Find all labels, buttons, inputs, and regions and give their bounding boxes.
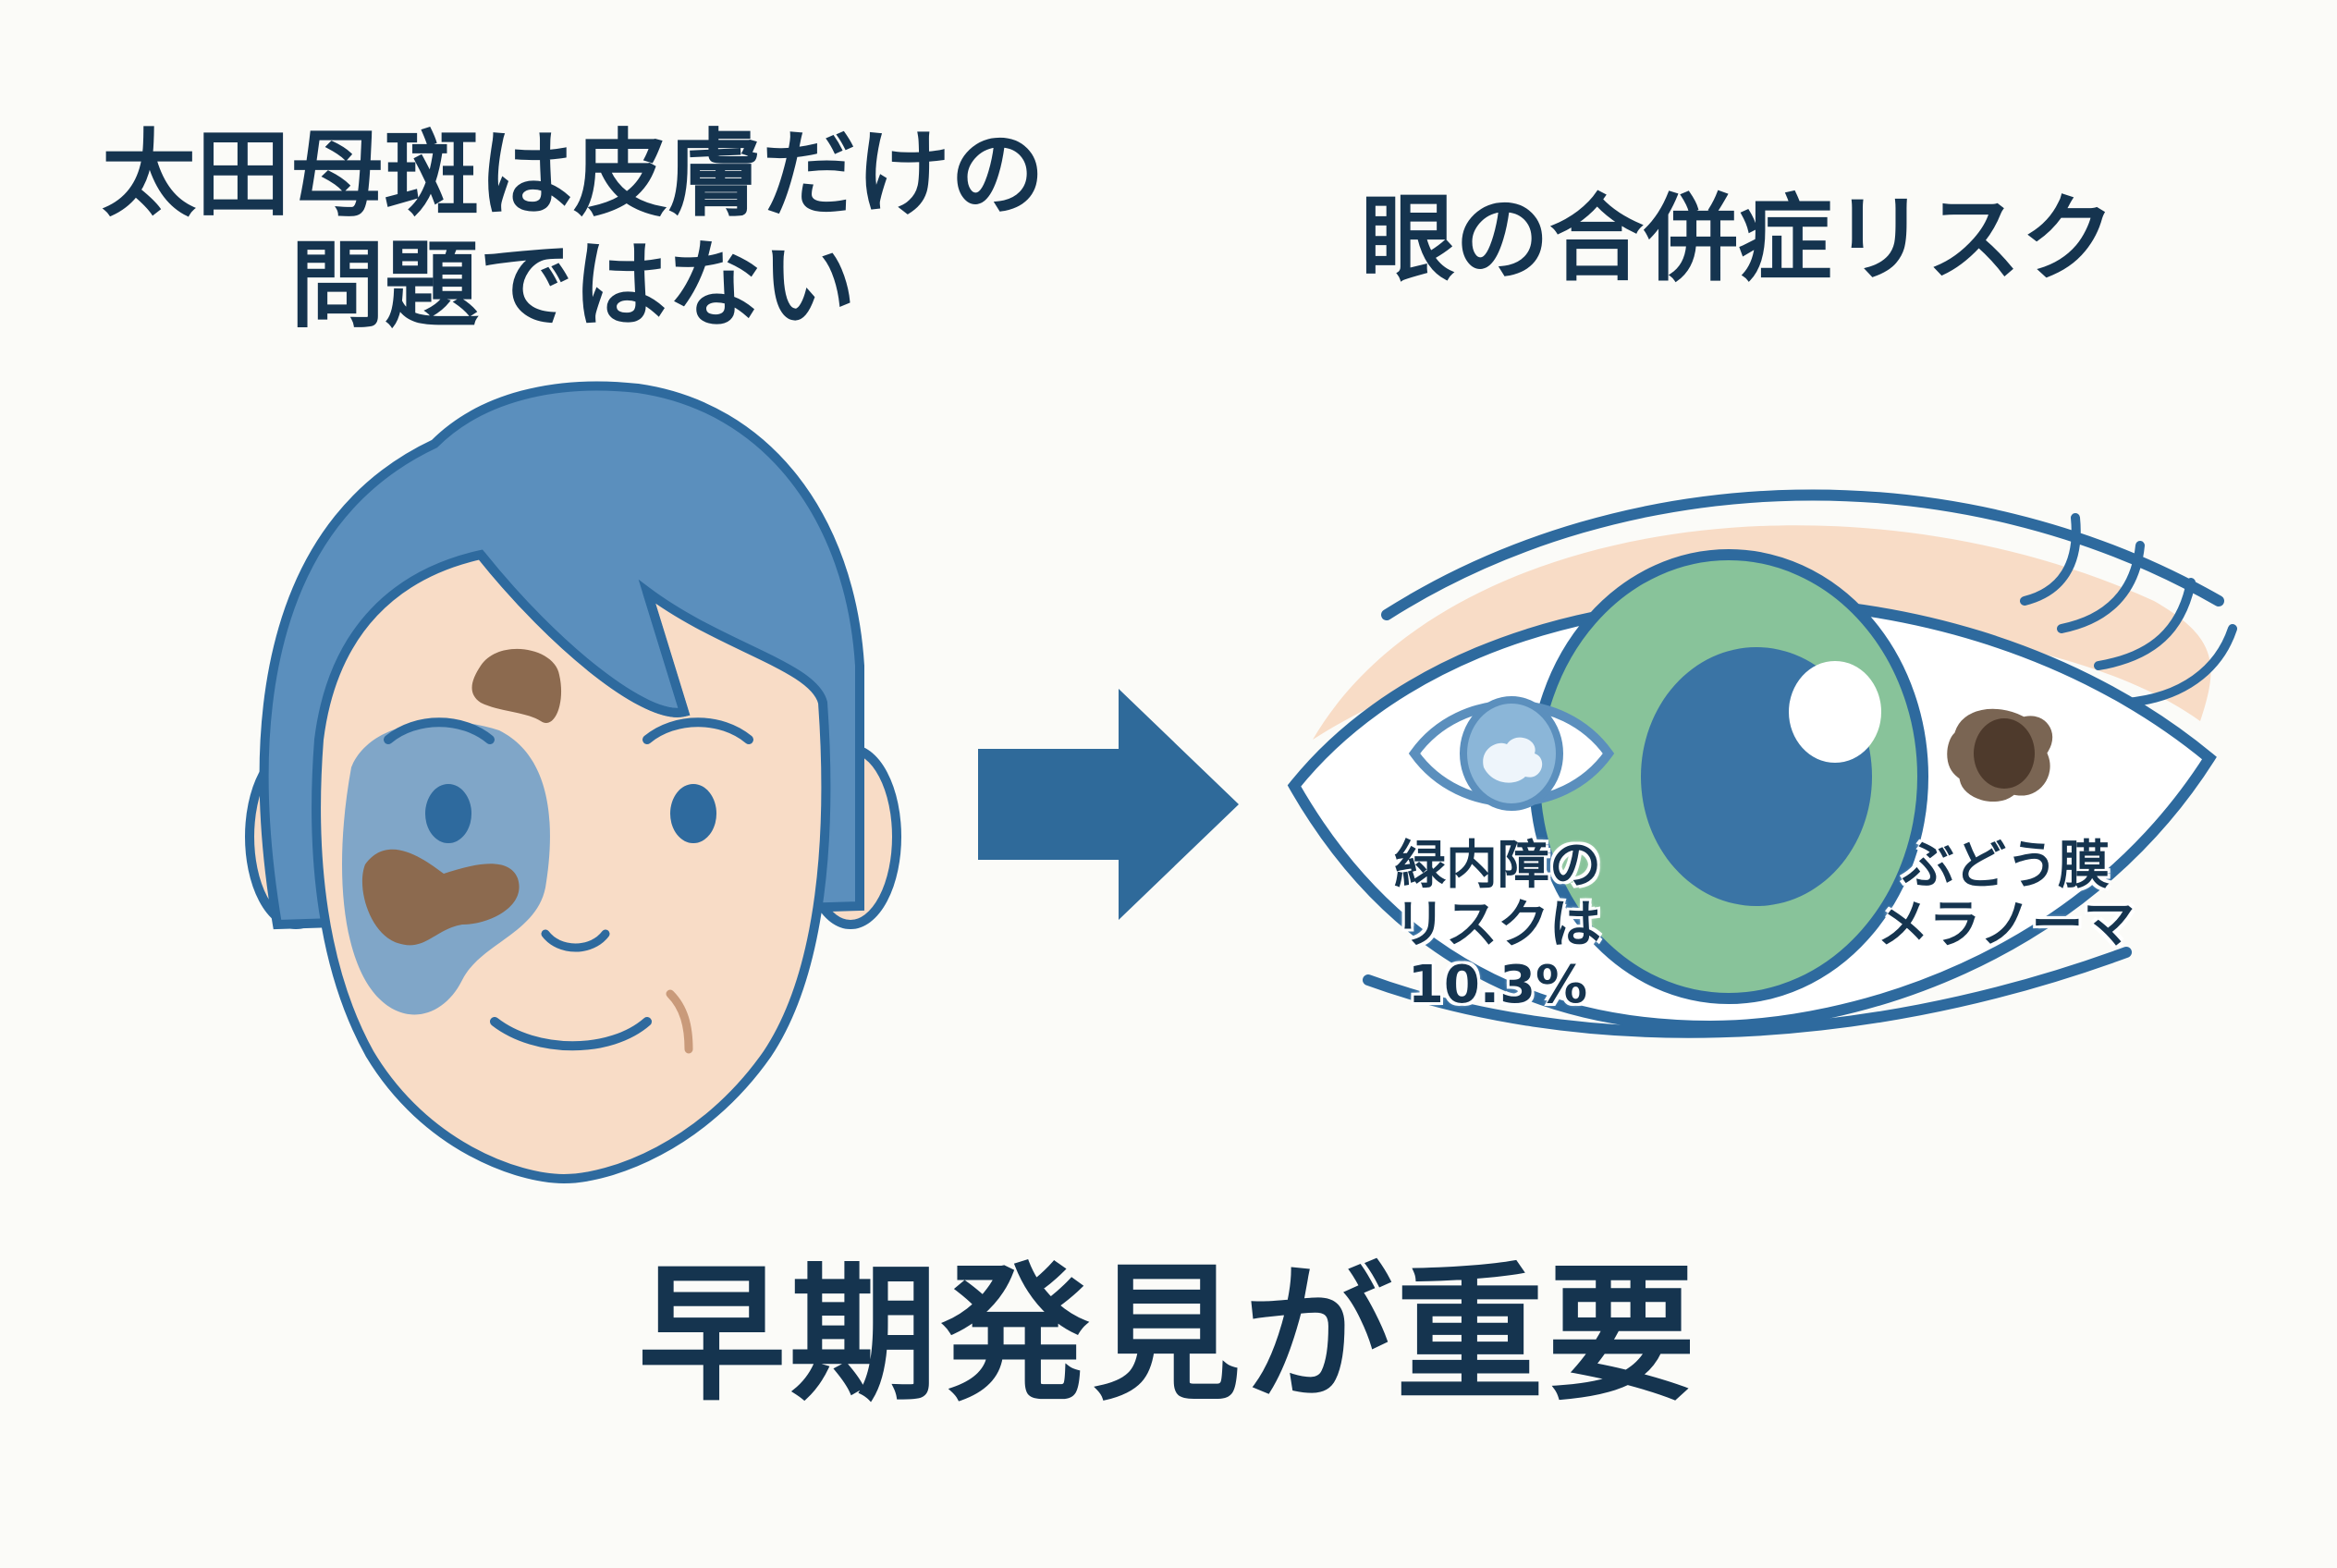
title-right: 眼の合併症リスク [1361,185,2115,295]
glaucoma-risk-label: 緑内障の リスクは 10.3% [1359,836,1636,1015]
title-left-line1: 太田母斑は皮膚だけの [102,120,1045,230]
melanoma-label-line2: メラノーマ [1877,895,2135,956]
glaucoma-label-line1: 緑内障の [1394,836,1601,896]
melanoma-spot-icon [1938,699,2062,812]
face-with-nevus-icon [245,381,901,1184]
title-left: 太田母斑は皮膚だけの 問題ではない [83,120,1063,343]
uveal-melanoma-label: ぶどう膜 メラノーマ [1858,836,2154,956]
bottom-message: 早期発見が重要 [637,1248,1699,1421]
title-left-line2: 問題ではない [290,231,856,342]
glaucoma-risk-value: 10.3% [1407,954,1588,1015]
melanoma-label-line1: ぶどう膜 [1903,836,2110,896]
glaucoma-eye-icon [1408,696,1615,811]
arrow-right-icon [978,689,1239,920]
glaucoma-label-line2: リスクは [1394,895,1601,956]
